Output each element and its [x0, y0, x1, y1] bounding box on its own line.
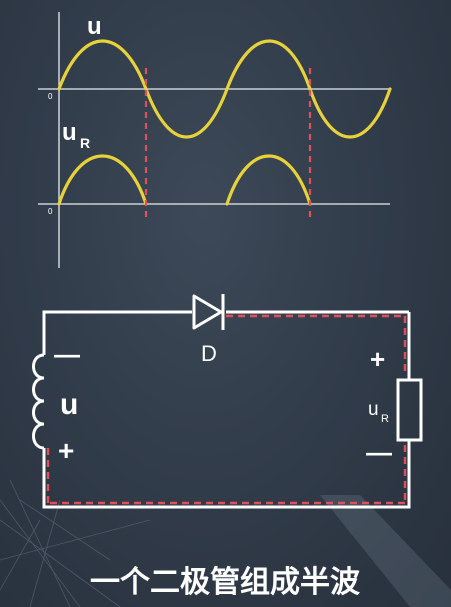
load-bottom-sign: —	[366, 437, 392, 467]
source-bottom-sign: +	[58, 435, 74, 466]
origin-label-top: 0	[48, 92, 53, 101]
u-wave-label: u	[87, 13, 102, 40]
waveform-panel: u u R 0 0	[38, 12, 392, 268]
load-top-sign: +	[370, 344, 385, 374]
u-sine-wave	[57, 39, 392, 139]
source-top-sign: —	[54, 339, 80, 369]
circuit-wires	[42, 310, 411, 509]
origin-label-bottom: 0	[48, 207, 53, 216]
circuit-panel: D — u + + u R —	[32, 294, 423, 509]
load-resistor-symbol	[396, 378, 423, 442]
load-voltage-label-subscript: R	[381, 413, 389, 425]
ur-half-wave-pulse-2	[225, 154, 312, 206]
background-mesh-decoration	[0, 479, 151, 607]
diode-symbol	[192, 294, 225, 330]
load-voltage-label: u	[368, 399, 379, 420]
ur-wave-label: u	[62, 119, 77, 146]
ur-half-wave-pulse-1	[57, 154, 148, 206]
current-flow-path	[46, 314, 407, 505]
source-coil-symbol	[32, 353, 45, 450]
ur-wave-label-subscript: R	[80, 135, 90, 151]
caption-text: 一个二极管组成半波	[90, 565, 361, 599]
source-label: u	[60, 388, 78, 421]
diode-label: D	[201, 341, 217, 366]
background-stripe-decoration	[320, 495, 451, 607]
